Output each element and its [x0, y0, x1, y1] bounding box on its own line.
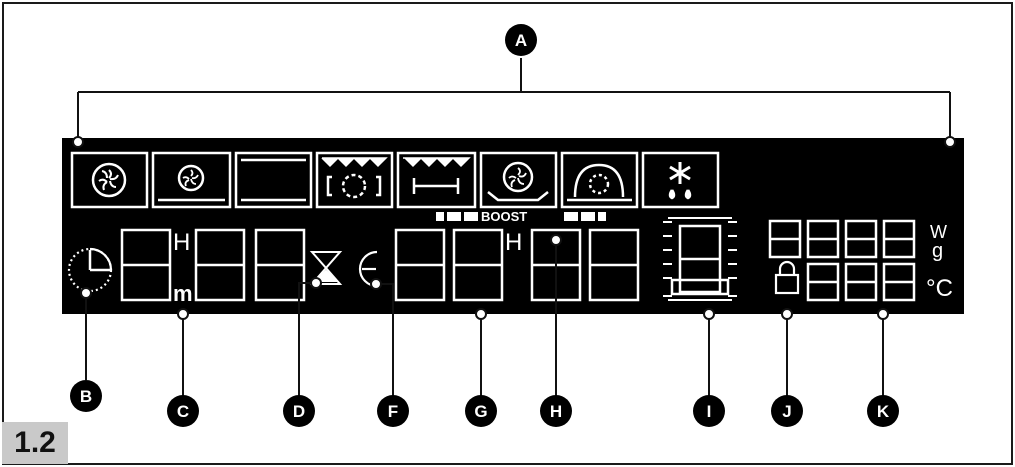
hourglass-icon [309, 251, 343, 285]
weight-unit-w: W [930, 222, 947, 242]
callout-a: A [505, 24, 537, 56]
callout-a-bracket [77, 58, 951, 140]
display-panel [62, 138, 964, 314]
callout-badges: A B C D F G H I J K [70, 24, 899, 427]
callout-d: D [283, 395, 315, 427]
svg-text:G: G [474, 402, 487, 421]
digit-1 [120, 228, 172, 302]
figure-label: 1.2 [2, 422, 68, 464]
lock-icon [774, 260, 800, 295]
callout-i: I [693, 395, 725, 427]
callout-g: G [465, 395, 497, 427]
minute-symbol: m [173, 281, 193, 306]
level-digit [678, 224, 722, 294]
hour-symbol-left: H [173, 229, 190, 256]
defrost-icon [641, 151, 720, 209]
weight-digit-2 [806, 219, 840, 259]
callout-h: H [540, 395, 572, 427]
segment-digits [120, 217, 916, 302]
digit-4 [394, 228, 446, 302]
level-tray [670, 278, 730, 296]
grill-icon [396, 151, 477, 209]
function-icons [70, 151, 720, 209]
callout-b: B [70, 380, 102, 412]
digit-2 [194, 228, 246, 302]
callout-j: J [771, 395, 803, 427]
callout-f: F [377, 395, 409, 427]
weight-unit-g: g [932, 240, 943, 262]
svg-text:J: J [782, 402, 791, 421]
clock-icon [67, 247, 113, 293]
temp-digit-2 [844, 262, 878, 302]
svg-text:B: B [80, 387, 92, 406]
svg-text:I: I [707, 402, 712, 421]
callout-leaders [80, 234, 889, 408]
weight-digit-1 [768, 219, 802, 259]
digit-5 [452, 228, 504, 302]
fan-bottom-heat-tray-icon [479, 151, 558, 209]
weight-digit-4 [882, 219, 916, 259]
hour-symbol-right: H [505, 229, 522, 256]
callout-a-dot-right [944, 136, 956, 148]
boost-indicator: BOOST [436, 209, 606, 224]
callout-a-dot-left [72, 136, 84, 148]
temp-digit-3 [882, 262, 916, 302]
callout-k: K [867, 395, 899, 427]
svg-text:H: H [550, 402, 562, 421]
fan-dome-icon [560, 151, 639, 209]
top-bottom-heat-icon [234, 151, 313, 209]
temp-unit: °C [926, 275, 953, 302]
digit-7 [588, 228, 640, 302]
weight-digit-3 [844, 219, 878, 259]
svg-text:F: F [388, 402, 398, 421]
svg-text:A: A [515, 31, 527, 50]
temp-digit-1 [806, 262, 840, 302]
svg-text:D: D [293, 402, 305, 421]
svg-text:K: K [877, 402, 890, 421]
callout-c: C [167, 395, 199, 427]
svg-text:C: C [177, 402, 189, 421]
fan-icon [70, 151, 149, 209]
boost-label: BOOST [481, 209, 527, 224]
fan-grill-icon [315, 151, 394, 209]
digit-3 [254, 228, 306, 302]
fan-bottom-heat-icon [151, 151, 232, 209]
